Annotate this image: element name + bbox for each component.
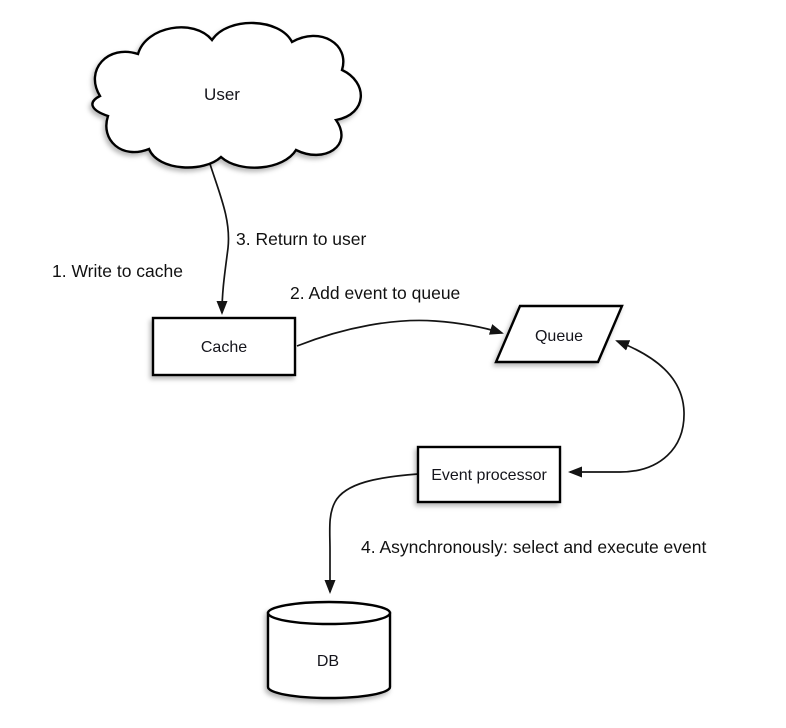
cache-label: Cache xyxy=(201,339,247,356)
event-processor-label: Event processor xyxy=(431,467,547,484)
cache-shape xyxy=(151,316,297,377)
db-label: DB xyxy=(317,653,339,670)
edge-cache-to-queue xyxy=(296,319,504,347)
cache-node: Cache xyxy=(151,316,297,377)
label-add-event-to-queue: 2. Add event to queue xyxy=(290,283,460,303)
queue-node: Queue xyxy=(494,304,624,364)
label-write-to-cache: 1. Write to cache xyxy=(52,261,183,281)
queue-label: Queue xyxy=(535,328,583,345)
label-return-to-user: 3. Return to user xyxy=(236,229,367,249)
db-node: DB xyxy=(266,600,392,700)
label-async-select-execute: 4. Asynchronously: select and execute ev… xyxy=(361,537,706,557)
db-cylinder-top xyxy=(266,600,392,626)
user-label: User xyxy=(204,85,240,104)
queue-shape xyxy=(494,304,624,364)
cloud-shape xyxy=(91,21,362,169)
event-processor-shape xyxy=(416,445,562,504)
edge-queue-event-processor xyxy=(568,340,685,478)
edge-user-to-cache xyxy=(209,163,230,315)
event-processor-node: Event processor xyxy=(416,445,562,504)
db-cylinder-body xyxy=(266,611,392,700)
user-cloud-node: User xyxy=(91,21,362,169)
edge-event-processor-to-db xyxy=(324,473,419,594)
